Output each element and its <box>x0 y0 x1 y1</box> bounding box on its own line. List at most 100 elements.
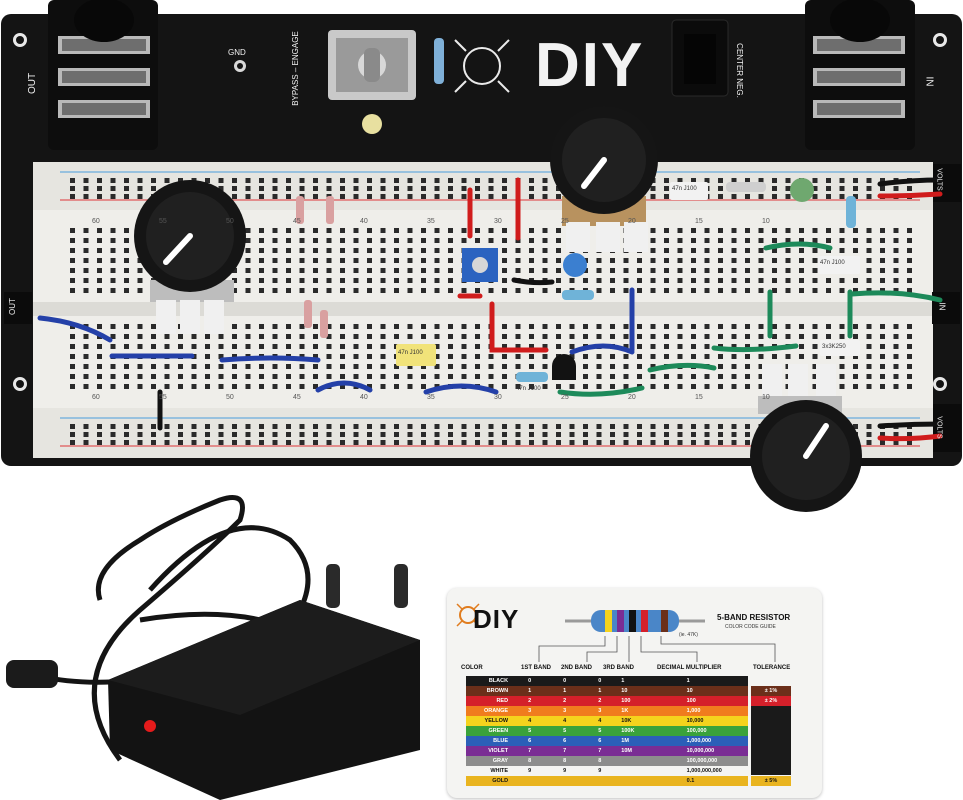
breadboard-hole <box>245 334 251 339</box>
breadboard-hole <box>866 354 872 359</box>
breadboard-hole <box>272 278 278 283</box>
breadboard-hole <box>664 374 669 379</box>
breadboard-hole <box>650 248 656 253</box>
breadboard-hole <box>259 238 264 243</box>
breadboard-hole <box>151 178 156 183</box>
breadboard-hole <box>367 364 372 369</box>
breadboard-hole <box>758 258 764 263</box>
breadboard-hole <box>907 334 912 339</box>
breadboard-hole <box>151 186 156 191</box>
breadboard-hole <box>97 344 102 349</box>
breadboard-hole <box>97 248 102 253</box>
breadboard-hole <box>731 278 737 283</box>
breadboard-hole <box>772 334 777 339</box>
breadboard-hole <box>745 178 750 183</box>
diode <box>296 196 304 224</box>
row-number: 55 <box>159 218 167 225</box>
breadboard-hole <box>313 178 318 183</box>
breadboard-hole <box>691 432 696 437</box>
color-cell-color: VIOLET <box>466 746 513 756</box>
breadboard-hole <box>812 324 818 329</box>
breadboard-hole <box>529 248 534 253</box>
breadboard-hole <box>529 194 534 199</box>
breadboard-hole <box>313 278 318 283</box>
breadboard-hole <box>704 268 710 273</box>
breadboard-hole <box>731 424 737 429</box>
breadboard-hole <box>164 424 170 429</box>
breadboard-hole <box>110 288 116 293</box>
breadboard-hole <box>70 424 75 429</box>
breadboard-hole <box>718 186 723 191</box>
breadboard-hole <box>596 324 602 329</box>
breadboard-hole <box>718 324 723 329</box>
breadboard-hole <box>353 374 359 379</box>
breadboard-hole <box>70 228 75 233</box>
breadboard-hole <box>380 344 386 349</box>
breadboard-hole <box>97 288 102 293</box>
breadboard-hole <box>623 384 629 389</box>
breadboard-hole <box>272 324 278 329</box>
breadboard-hole <box>286 268 291 273</box>
breadboard-hole <box>110 364 116 369</box>
breadboard-hole <box>515 288 521 293</box>
breadboard-hole <box>907 248 912 253</box>
breadboard-hole <box>650 364 656 369</box>
breadboard-hole <box>866 194 872 199</box>
breadboard-hole <box>434 344 440 349</box>
breadboard-hole <box>394 258 399 263</box>
color-cell-b2: 4 <box>547 716 583 726</box>
breadboard-hole <box>623 374 629 379</box>
breadboard-hole <box>286 424 291 429</box>
breadboard-hole <box>704 178 710 183</box>
breadboard-hole <box>718 278 723 283</box>
breadboard-hole <box>286 228 291 233</box>
breadboard-hole <box>785 278 791 283</box>
breadboard-hole <box>718 424 723 429</box>
breadboard-hole <box>124 278 129 283</box>
breadboard-hole <box>205 384 210 389</box>
breadboard-hole <box>745 238 750 243</box>
breadboard-hole <box>853 178 858 183</box>
breadboard-hole <box>677 258 683 263</box>
breadboard-hole <box>610 278 615 283</box>
breadboard-hole <box>596 374 602 379</box>
breadboard-hole <box>650 278 656 283</box>
breadboard-hole <box>785 354 791 359</box>
breadboard-hole <box>718 194 723 199</box>
breadboard-hole <box>191 374 197 379</box>
breadboard-hole <box>394 278 399 283</box>
breadboard-hole <box>178 334 183 339</box>
breadboard-hole <box>340 324 345 329</box>
breadboard-hole <box>232 354 237 359</box>
row-number: 45 <box>293 218 301 225</box>
row-number: 25 <box>561 394 569 401</box>
breadboard-hole <box>812 194 818 199</box>
breadboard-hole <box>826 238 831 243</box>
breadboard-hole <box>340 334 345 339</box>
breadboard-hole <box>596 440 602 445</box>
breadboard-hole <box>232 432 237 437</box>
breadboard-hole <box>880 178 885 183</box>
breadboard-hole <box>448 354 453 359</box>
breadboard-hole <box>610 440 615 445</box>
breadboard-hole <box>893 278 899 283</box>
breadboard-hole <box>299 334 305 339</box>
breadboard-hole <box>380 424 386 429</box>
breadboard-hole <box>151 364 156 369</box>
breadboard-hole <box>124 334 129 339</box>
breadboard-hole <box>704 258 710 263</box>
out-label: OUT <box>27 72 39 95</box>
breadboard-hole <box>110 424 116 429</box>
breadboard-hole <box>83 194 89 199</box>
breadboard-hole <box>866 178 872 183</box>
breadboard-hole <box>691 374 696 379</box>
breadboard-hole <box>97 354 102 359</box>
breadboard-hole <box>866 374 872 379</box>
breadboard-hole <box>448 194 453 199</box>
breadboard-hole <box>542 354 548 359</box>
breadboard-hole <box>394 238 399 243</box>
breadboard-hole <box>124 374 129 379</box>
